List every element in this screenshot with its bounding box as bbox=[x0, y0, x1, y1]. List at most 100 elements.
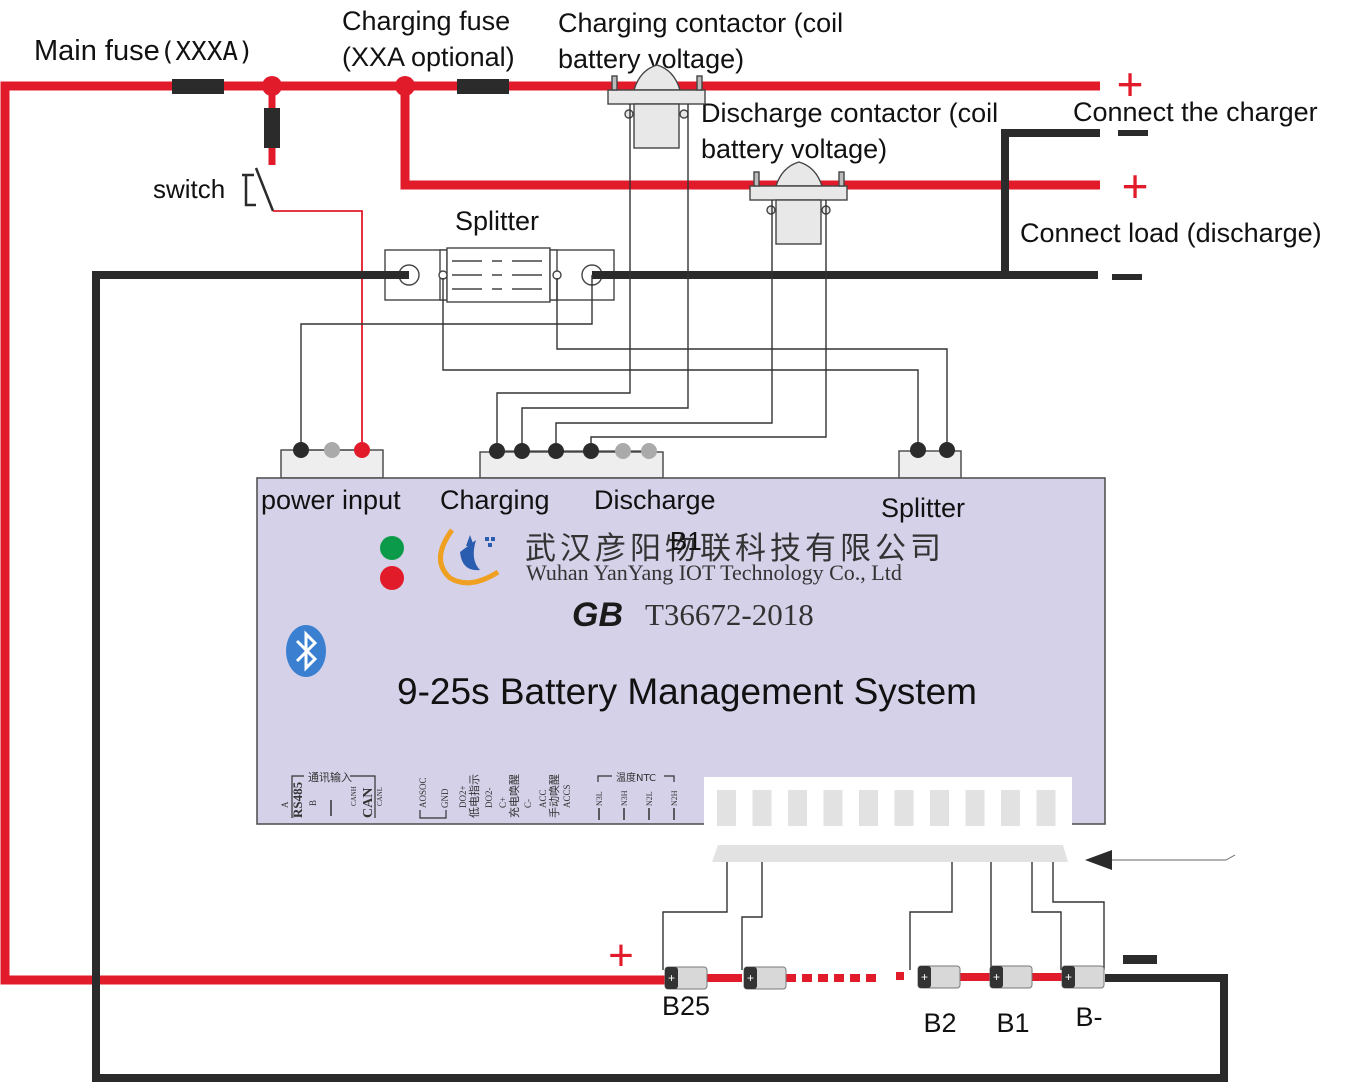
gnd-label: GND bbox=[440, 788, 450, 808]
pin-dot bbox=[939, 442, 955, 458]
balance-connector-header bbox=[704, 777, 1072, 826]
charging-fuse-label-line1: Charging fuse bbox=[342, 6, 510, 36]
main-positive-loop bbox=[0, 81, 1100, 985]
connect-load-label: Connect load (discharge) bbox=[1020, 218, 1322, 248]
charger-negative-wire bbox=[1001, 129, 1100, 275]
c-minus-label: C- bbox=[523, 799, 533, 808]
insert-direction-arrow-icon bbox=[1085, 850, 1236, 870]
charging-contactor-icon bbox=[607, 64, 706, 149]
port-discharge-label: Discharge bbox=[594, 485, 716, 515]
signal-wires bbox=[300, 104, 948, 450]
manual-wake-label: 手动唤醒 bbox=[547, 774, 561, 818]
battery-cell-icon: + bbox=[917, 965, 961, 989]
charge-discharge-connector bbox=[479, 443, 664, 479]
connect-charger-label: Connect the charger bbox=[1073, 97, 1318, 127]
pin-dot bbox=[583, 443, 599, 459]
splitter-shunt-icon bbox=[384, 247, 615, 303]
rs485-a-label: A bbox=[280, 801, 290, 808]
n3h-label: N3H bbox=[620, 790, 629, 806]
do2-plus-label: DO2+ bbox=[458, 785, 468, 808]
small-fuse-icon bbox=[264, 108, 280, 148]
charging-fuse-icon bbox=[457, 79, 509, 94]
overlay-label-b1: B1 bbox=[670, 526, 702, 556]
port-power-input-label: power input bbox=[261, 485, 401, 515]
battery-minus-sign bbox=[1123, 955, 1157, 964]
company-logo-icon bbox=[438, 528, 500, 586]
splitter-connector bbox=[898, 442, 962, 479]
balance-plug bbox=[712, 845, 1068, 862]
acc-label: ACC bbox=[538, 789, 548, 808]
charge-wake-label: 充电唤醒 bbox=[507, 774, 521, 818]
discharge-contactor-icon bbox=[749, 161, 848, 245]
do2-minus-label: DO2- bbox=[484, 788, 494, 809]
c-plus-label: C+ bbox=[498, 797, 508, 808]
pin-dot bbox=[489, 443, 505, 459]
splitter-label: Splitter bbox=[455, 206, 539, 236]
header-pin bbox=[788, 790, 807, 826]
n2h-label: N2H bbox=[670, 790, 679, 806]
can-label: CAN bbox=[361, 788, 376, 818]
low-power-indicator-label: 低电指示 bbox=[467, 774, 481, 818]
battery-plus-sign: + bbox=[608, 931, 634, 980]
canl-label: CANL bbox=[376, 787, 384, 806]
company-name-cn: 武汉彦阳物联科技有限公司 bbox=[525, 531, 945, 567]
battery-cell-icon: + bbox=[1061, 965, 1105, 989]
charging-fuse-label-line2: (XXA optional) bbox=[342, 42, 515, 72]
port-charging-label: Charging bbox=[440, 485, 550, 515]
power-input-connector bbox=[280, 442, 384, 479]
battery-cell-icon: + bbox=[989, 965, 1033, 989]
charger-plus-sign: + bbox=[1117, 58, 1144, 110]
charger-terminals: + bbox=[1117, 58, 1148, 136]
discharge-contactor-label-line2: battery voltage) bbox=[701, 134, 887, 164]
bms-bottom-pins: 通讯输入 RS485 A B CAN CANH CANL AOSOC GND D… bbox=[280, 770, 679, 820]
company-name-en: Wuhan YanYang IOT Technology Co., Ltd bbox=[526, 560, 902, 585]
battery-cell-icon: + bbox=[664, 966, 708, 990]
cell-label-b1: B1 bbox=[996, 1008, 1029, 1038]
pin-dot bbox=[548, 443, 564, 459]
switch-signal-wire bbox=[273, 210, 363, 450]
header-pin bbox=[894, 790, 914, 826]
charging-contactor-label-line1: Charging contactor (coil bbox=[558, 8, 843, 38]
n2l-label: N2L bbox=[645, 791, 654, 806]
balance-wires bbox=[662, 862, 1105, 970]
header-pin bbox=[823, 790, 843, 826]
bms-module bbox=[256, 477, 1106, 825]
load-terminals: + bbox=[1112, 160, 1148, 280]
pin-dot bbox=[354, 442, 370, 458]
svg-text:+: + bbox=[921, 970, 928, 984]
svg-text:+: + bbox=[747, 971, 754, 985]
header-pin bbox=[717, 790, 736, 826]
pin-dot bbox=[324, 442, 340, 458]
header-pin bbox=[859, 790, 878, 826]
cell-label-b-minus: B- bbox=[1076, 1002, 1103, 1032]
canh-label: CANH bbox=[350, 786, 358, 806]
junction-dot bbox=[395, 76, 415, 96]
standard-number: T36672-2018 bbox=[645, 597, 814, 632]
header-pin bbox=[1036, 790, 1056, 826]
rs485-b-label: B bbox=[308, 800, 318, 806]
svg-text:+: + bbox=[1065, 970, 1072, 984]
pin-dot bbox=[514, 443, 530, 459]
accs-label: ACCS bbox=[562, 784, 572, 808]
cell-label-b2: B2 bbox=[923, 1008, 956, 1038]
rs485-label: RS485 bbox=[290, 781, 305, 818]
bms-title: 9-25s Battery Management System bbox=[397, 671, 977, 712]
n3l-label: N3L bbox=[595, 791, 604, 806]
switch-icon[interactable] bbox=[242, 167, 275, 212]
header-pin bbox=[752, 790, 772, 826]
pin-dot bbox=[910, 442, 926, 458]
bluetooth-icon[interactable] bbox=[286, 625, 326, 677]
load-positive-wire bbox=[400, 86, 1100, 190]
comm-group-label: 通讯输入 bbox=[308, 770, 352, 784]
header-pin bbox=[1001, 790, 1020, 826]
status-led-red bbox=[380, 566, 404, 590]
load-minus-sign bbox=[1112, 274, 1142, 280]
svg-text:+: + bbox=[668, 971, 675, 985]
charger-minus-sign bbox=[1118, 130, 1148, 136]
status-led-green bbox=[380, 536, 404, 560]
gb-standard-logo: GB bbox=[572, 596, 623, 634]
pin-dot bbox=[615, 443, 631, 459]
temp-ntc-group-label: 温度NTC bbox=[616, 771, 656, 784]
header-pin bbox=[930, 790, 949, 826]
main-fuse-label: Main fuse(XXXA) bbox=[34, 35, 254, 67]
